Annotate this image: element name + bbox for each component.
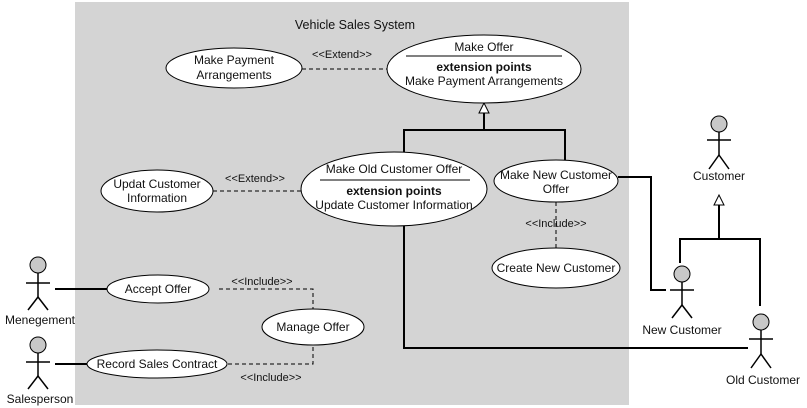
salesperson-label: Salesperson [7, 392, 74, 406]
customer-label: Customer [693, 169, 745, 183]
use-case-make-payment-arrangements[interactable]: Make Payment Arrangements [165, 47, 303, 89]
include-record-line [228, 345, 314, 365]
make-new-line2: Offer [543, 182, 569, 196]
include-accept-line [219, 288, 314, 309]
use-case-manage-offer[interactable]: Manage Offer [261, 308, 365, 346]
actor-old-customer[interactable]: Old Customer [726, 313, 800, 387]
use-case-make-new-customer-offer[interactable]: Make New Customer Offer [493, 159, 619, 203]
make-new-line1: Make New Customer [500, 168, 612, 182]
new-customer-label: New Customer [642, 323, 721, 337]
management-label: Menegement [5, 313, 76, 327]
use-case-accept-offer[interactable]: Accept Offer [106, 274, 210, 304]
make-old-name: Make Old Customer Offer [326, 162, 463, 176]
assoc-new-customer-line [618, 176, 666, 291]
update-customer-line1: Updat Customer [113, 177, 200, 191]
actor-customer[interactable]: Customer [693, 115, 745, 183]
make-old-ext-title: extension points [346, 184, 442, 198]
actor-management[interactable]: Menegement [5, 256, 76, 327]
manage-offer-label: Manage Offer [276, 320, 349, 334]
extend-update-label: <<Extend>> [225, 173, 285, 185]
actor-salesperson[interactable]: Salesperson [7, 336, 74, 406]
old-customer-head [752, 313, 770, 331]
use-case-update-customer-information[interactable]: Updat Customer Information [100, 169, 214, 213]
use-case-make-old-customer-offer[interactable]: Make Old Customer Offer extension points… [300, 151, 488, 227]
make-offer-ext-point: Make Payment Arrangements [405, 74, 563, 88]
extend-payment-label: <<Extend>> [312, 49, 372, 61]
make-payment-line1: Make Payment [194, 53, 275, 67]
include-record-label: <<Include>> [240, 372, 301, 384]
make-offer-ext-title: extension points [436, 60, 532, 74]
management-head [29, 256, 47, 274]
generalization-offer-arrow [478, 101, 490, 114]
include-create-label: <<Include>> [525, 218, 586, 230]
update-customer-line2: Information [127, 191, 187, 205]
record-sales-label: Record Sales Contract [97, 357, 218, 371]
generalization-customer-line [679, 238, 761, 306]
include-accept-label: <<Include>> [231, 276, 292, 288]
make-payment-line2: Arrangements [196, 68, 271, 82]
customer-head [710, 115, 728, 133]
create-new-label: Create New Customer [497, 261, 616, 275]
make-old-ext-point: Update Customer Information [315, 198, 472, 212]
actor-new-customer[interactable]: New Customer [642, 265, 722, 337]
old-customer-label: Old Customer [726, 373, 800, 387]
use-case-make-offer[interactable]: Make Offer extension points Make Payment… [386, 34, 582, 104]
generalization-customer-arrow [713, 193, 725, 206]
accept-offer-label: Accept Offer [125, 282, 191, 296]
make-offer-name: Make Offer [454, 40, 513, 54]
assoc-old-customer-line [403, 226, 748, 349]
use-case-record-sales-contract[interactable]: Record Sales Contract [86, 349, 228, 379]
new-customer-head [673, 265, 691, 283]
system-title: Vehicle Sales System [295, 18, 415, 32]
salesperson-head [29, 336, 47, 354]
use-case-create-new-customer[interactable]: Create New Customer [491, 247, 621, 289]
